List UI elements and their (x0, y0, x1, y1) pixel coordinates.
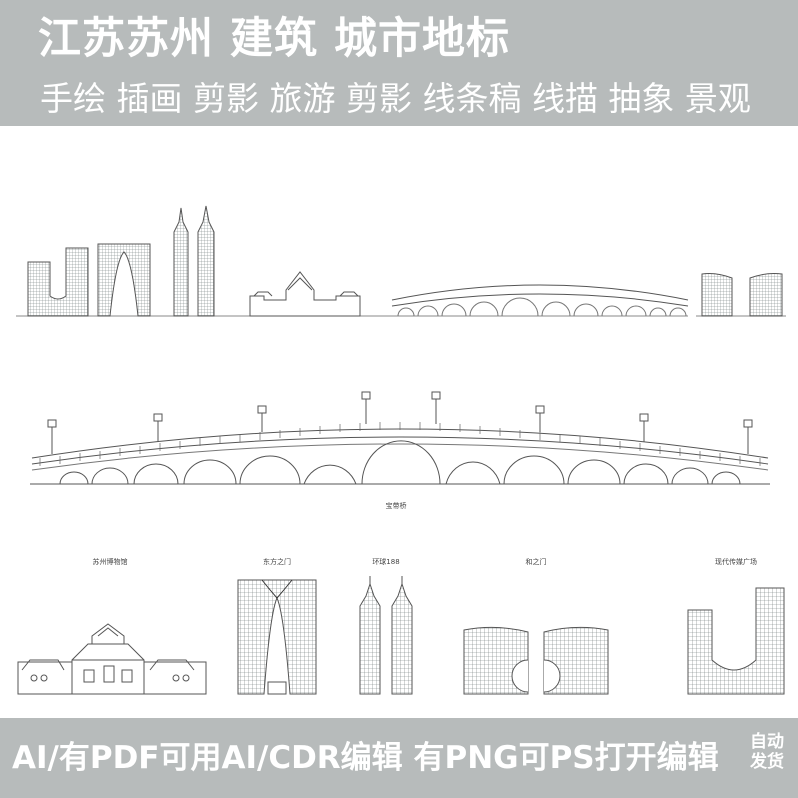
media-plaza-caption: 现代传媒广场 (715, 557, 757, 566)
skyline-group (16, 205, 786, 317)
museum-caption: 苏州博物馆 (93, 557, 128, 566)
suzhou-museum (17, 623, 207, 695)
gate-east-caption: 东方之门 (263, 557, 291, 566)
badge-line-1: 自动 (750, 732, 784, 752)
page-title: 江苏苏州 建筑 城市地标 (38, 14, 510, 64)
badge-line-2: 发货 (750, 752, 784, 772)
baodai-bridge (30, 391, 770, 485)
footer-text: AI/有PDF可用AI/CDR编辑 有PNG可PS打开编辑 (12, 740, 719, 776)
footer-banner: AI/有PDF可用AI/CDR编辑 有PNG可PS打开编辑 自动 发货 (0, 718, 798, 798)
modern-media-plaza (687, 587, 785, 695)
header-banner: 江苏苏州 建筑 城市地标 手绘 插画 剪影 旅游 剪影 线条稿 线描 抽象 景观 (0, 0, 798, 126)
twin-towers (359, 576, 413, 695)
bridge-railing (39, 422, 761, 466)
twin-towers-caption: 环球188 (372, 557, 399, 566)
landmark-illustration: 宝带桥 苏州博物馆 东方之门 环球188 和之门 (16, 205, 786, 695)
gate-of-harmony (463, 626, 609, 695)
mini-bridge-arches (397, 297, 687, 317)
bridge-arches (59, 440, 741, 485)
gate-of-the-orient (237, 579, 317, 695)
page-subtitle: 手绘 插画 剪影 旅游 剪影 线条稿 线描 抽象 景观 (40, 79, 751, 118)
auto-ship-badge: 自动 发货 (746, 732, 788, 772)
bridge-caption: 宝带桥 (386, 501, 407, 510)
bridge-lamps (47, 391, 753, 454)
harmony-gate-caption: 和之门 (526, 557, 547, 566)
